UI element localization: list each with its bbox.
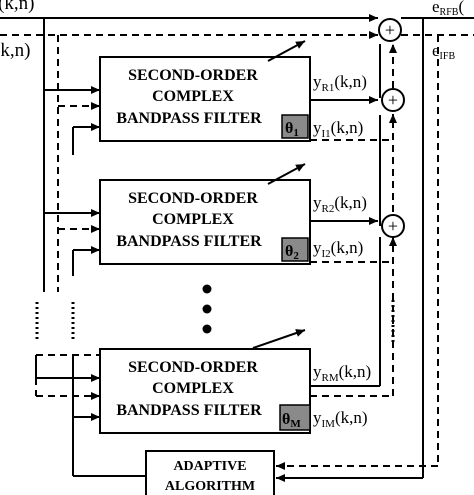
adaptive-line2: ALGORITHM (165, 479, 255, 494)
yi2-label: yI2(k,n) (313, 238, 363, 260)
filter-m-line2: COMPLEX (152, 380, 234, 397)
filter-m-adapt-arrow (252, 329, 306, 349)
theta-1-box (281, 114, 309, 139)
filter-1-line1: SECOND-ORDER (128, 67, 258, 84)
theta-2-box (281, 237, 309, 262)
filter-2-line3: BANDPASS FILTER (116, 233, 262, 250)
yr2-label: yR2(k,n) (313, 193, 367, 215)
adaptive-line1: ADAPTIVE (173, 459, 246, 474)
yim-label: yIM(k,n) (313, 408, 368, 430)
theta-m-box (279, 404, 311, 431)
filter-block-m: SECOND-ORDER COMPLEX BANDPASS FILTER θM (99, 348, 311, 434)
theta-1-label: θ1 (285, 120, 299, 139)
e-ifb-label: eIFB (432, 41, 455, 62)
input-real-label: (k,n) (0, 0, 34, 14)
e-rfb-label: eRFB( (432, 0, 464, 18)
filter-2-line2: COMPLEX (152, 211, 234, 228)
summer-low: + (381, 214, 405, 238)
filter-2-line1: SECOND-ORDER (128, 190, 258, 207)
filter-1-adapt-arrow (267, 40, 306, 62)
summer-top: + (378, 18, 402, 42)
filter-1-line3: BANDPASS FILTER (116, 110, 262, 127)
svg-text:+: + (388, 90, 398, 110)
svg-text:+: + (388, 216, 398, 236)
filter-block-2: SECOND-ORDER COMPLEX BANDPASS FILTER θ2 (99, 179, 311, 265)
yr1-label: yR1(k,n) (313, 72, 367, 94)
ellipsis-dot-2 (202, 304, 212, 314)
theta-2-label: θ2 (285, 243, 299, 262)
filter-block-1: SECOND-ORDER COMPLEX BANDPASS FILTER θ1 (99, 56, 311, 142)
ellipsis-dot-1 (202, 284, 212, 294)
filter-1-line2: COMPLEX (152, 88, 234, 105)
theta-m-label: θM (282, 411, 301, 430)
svg-text:+: + (385, 20, 395, 40)
adaptive-algorithm-block: ADAPTIVE ALGORITHM (145, 450, 275, 495)
summer-mid: + (381, 88, 405, 112)
filter-2-adapt-arrow (267, 163, 306, 185)
yi1-label: yI1(k,n) (313, 118, 363, 140)
ellipsis-dot-3 (202, 324, 212, 334)
yrm-label: yRM(k,n) (313, 362, 371, 384)
input-imag-label: (k,n) (0, 40, 30, 61)
filter-m-line3: BANDPASS FILTER (116, 402, 262, 419)
filter-m-line1: SECOND-ORDER (128, 359, 258, 376)
